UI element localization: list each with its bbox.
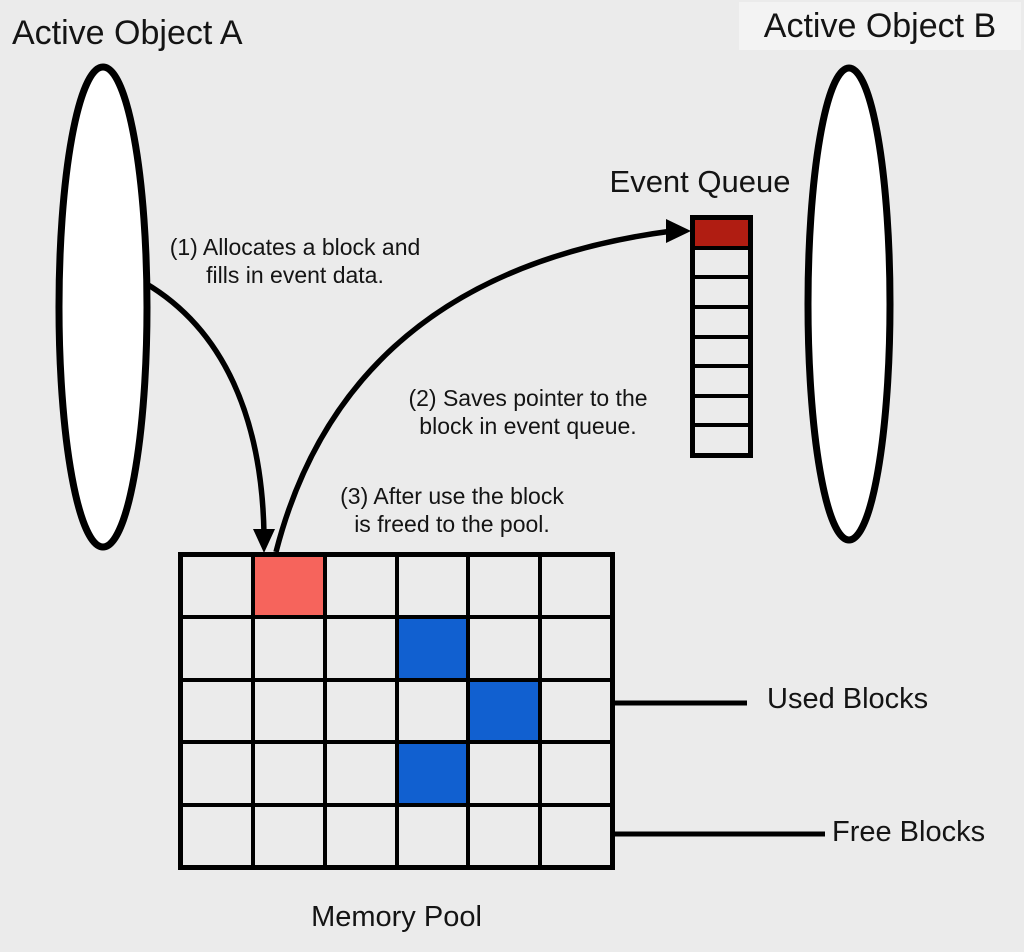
step3-annotation: (3) After use the block is freed to the … <box>302 482 602 538</box>
free-blocks-label: Free Blocks <box>832 816 986 848</box>
step2-line1: (2) Saves pointer to the <box>408 385 648 411</box>
pool-cell-r1c1-free <box>254 619 323 678</box>
event-queue-cell-5 <box>695 368 748 398</box>
pool-cell-r3c2-free <box>326 744 395 803</box>
active-object-a-title: Active Object A <box>12 14 243 52</box>
allocate-block-arrow <box>143 280 267 535</box>
event-queue-title: Event Queue <box>609 164 791 199</box>
pool-cell-r4c4-free <box>470 806 539 865</box>
step3-line2: is freed to the pool. <box>354 511 550 537</box>
pool-cell-r2c1-free <box>254 681 323 741</box>
event-queue-cell-1 <box>695 249 748 280</box>
used-blocks-label: Used Blocks <box>767 683 929 715</box>
allocate-block-arrowhead-icon <box>253 529 275 553</box>
pool-cell-r0c5-free <box>542 557 610 616</box>
pool-cell-r3c3-used <box>398 744 467 803</box>
pool-cell-r1c2-free <box>326 619 395 678</box>
active-object-b-ellipse <box>804 64 894 544</box>
step3-line1: (3) After use the block <box>340 483 564 509</box>
event-queue-cell-0 <box>695 220 748 250</box>
pool-cell-r2c0-free <box>183 681 251 741</box>
pool-cell-r4c1-free <box>254 806 323 865</box>
pool-cell-r2c5-free <box>542 681 610 741</box>
event-queue-cell-3 <box>695 308 748 339</box>
event-queue-cell-4 <box>695 338 748 369</box>
save-pointer-arrow <box>273 228 673 553</box>
pool-cell-r0c2-free <box>326 557 395 616</box>
pool-cell-r4c3-free <box>398 806 467 865</box>
memory-pool-title: Memory Pool <box>311 901 482 933</box>
event-queue-cell-2 <box>695 279 748 309</box>
pool-cell-r0c4-free <box>470 557 539 616</box>
pool-cell-r3c0-free <box>183 744 251 803</box>
step2-annotation: (2) Saves pointer to the block in event … <box>378 384 678 440</box>
pool-cell-r2c4-used <box>470 681 539 741</box>
event-queue-cell-7 <box>695 427 748 453</box>
pool-cell-r2c2-free <box>326 681 395 741</box>
pool-cell-r4c0-free <box>183 806 251 865</box>
pool-cell-r3c5-free <box>542 744 610 803</box>
save-pointer-arrowhead-icon <box>666 219 691 243</box>
pool-cell-r4c2-free <box>326 806 395 865</box>
pool-cell-r1c4-free <box>470 619 539 678</box>
memory-pool-grid <box>178 552 615 870</box>
active-object-a-ellipse <box>55 63 151 551</box>
active-object-b-title: Active Object B <box>739 2 1021 50</box>
pool-cell-r0c1-allocated <box>254 557 323 616</box>
pool-cell-r3c1-free <box>254 744 323 803</box>
step1-annotation: (1) Allocates a block and fills in event… <box>145 233 445 289</box>
event-queue-box <box>690 215 753 458</box>
event-queue-cell-6 <box>695 397 748 428</box>
step2-line2: block in event queue. <box>419 413 637 439</box>
step1-line2: fills in event data. <box>206 262 384 288</box>
pool-cell-r0c3-free <box>398 557 467 616</box>
pool-cell-r1c5-free <box>542 619 610 678</box>
pool-cell-r2c3-free <box>398 681 467 741</box>
pool-cell-r1c0-free <box>183 619 251 678</box>
pool-cell-r1c3-used <box>398 619 467 678</box>
pool-cell-r3c4-free <box>470 744 539 803</box>
pool-cell-r0c0-free <box>183 557 251 616</box>
step1-line1: (1) Allocates a block and <box>169 234 421 260</box>
pool-cell-r4c5-free <box>542 806 610 865</box>
